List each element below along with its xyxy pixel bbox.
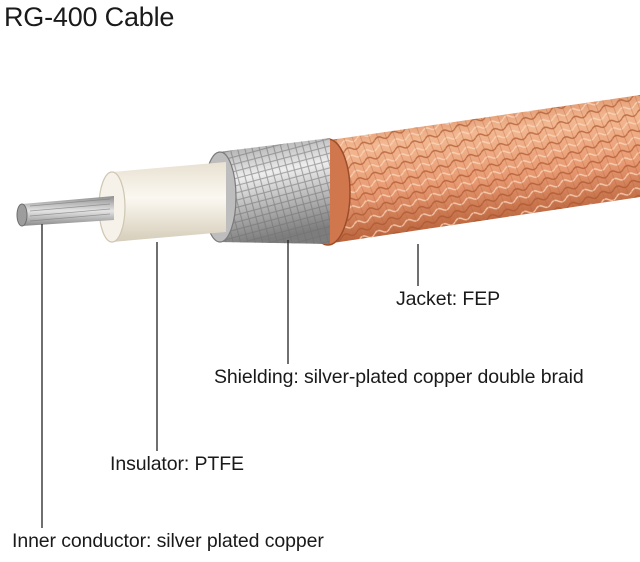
leader-lines bbox=[41, 224, 419, 528]
inner-conductor-tip bbox=[16, 203, 28, 227]
diagram-title: RG-400 Cable bbox=[4, 2, 175, 32]
shield-braid-texture bbox=[218, 138, 330, 244]
insulator-body bbox=[112, 162, 226, 242]
conductor-layer bbox=[16, 196, 114, 227]
callout-inner-conductor: Inner conductor: silver plated copper bbox=[12, 530, 324, 552]
insulator-layer bbox=[98, 162, 226, 243]
jacket-layer bbox=[305, 95, 640, 246]
callout-jacket: Jacket: FEP bbox=[396, 288, 501, 310]
callout-shielding: Shielding: silver-plated copper double b… bbox=[214, 366, 584, 388]
callout-insulator: Insulator: PTFE bbox=[110, 453, 244, 475]
inner-conductor-strands bbox=[29, 198, 111, 222]
inner-conductor-body bbox=[22, 196, 114, 226]
jacket-braid-texture bbox=[326, 95, 640, 244]
